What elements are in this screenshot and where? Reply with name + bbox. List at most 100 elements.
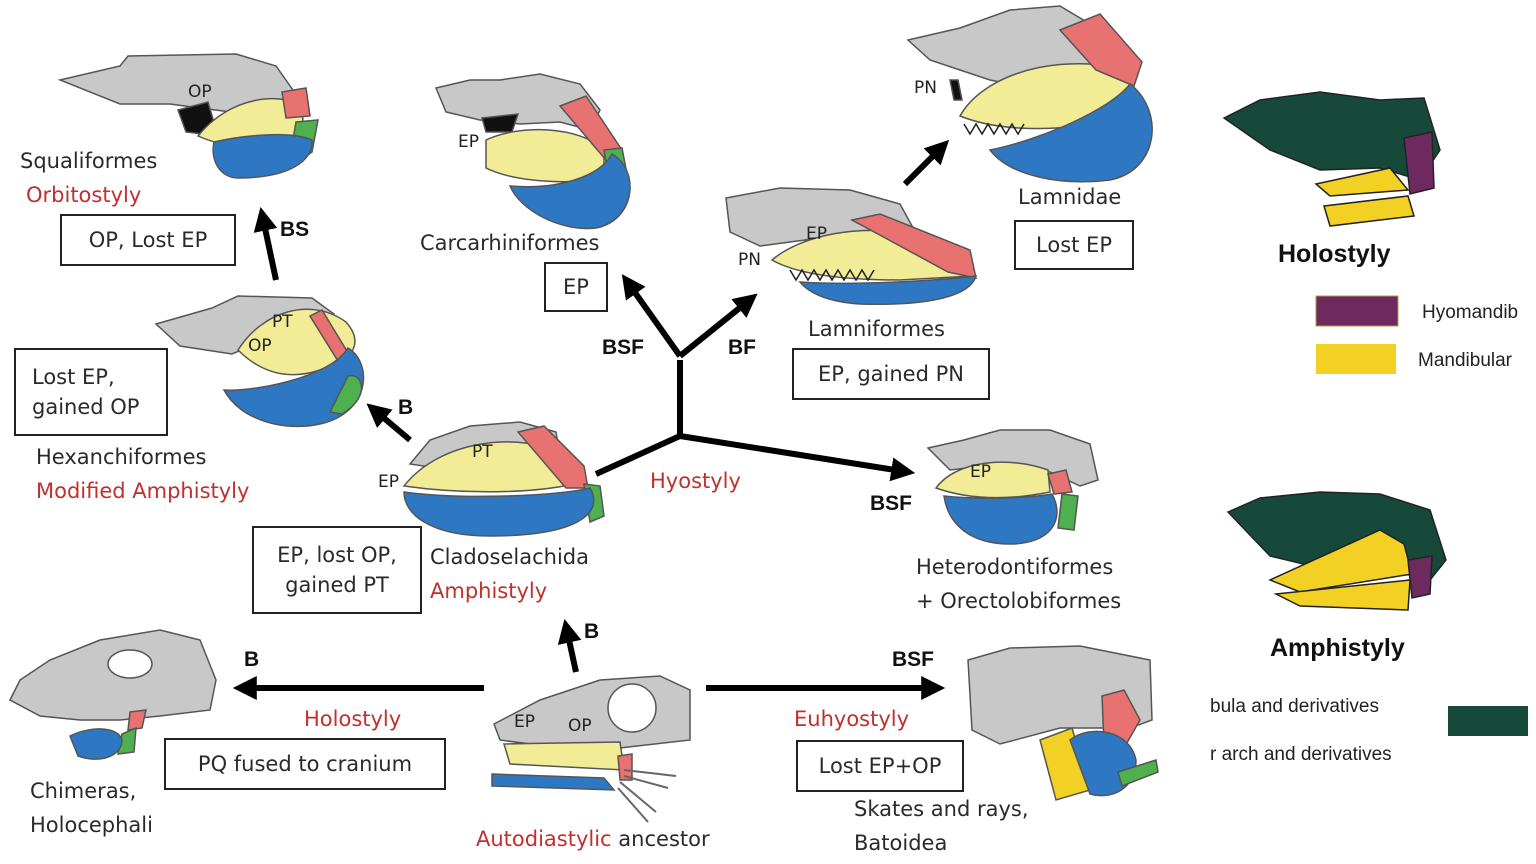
b-clado-arrow: [557, 618, 582, 673]
amphistyly-title: Amphistyly: [1270, 634, 1405, 662]
chimeras-skull: [9, 629, 217, 760]
holostyly-title: Holostyly: [1278, 240, 1391, 268]
legend-swatch-mandibular: [1316, 344, 1396, 374]
heterodontiformes-skull: [926, 429, 1099, 545]
suspension-mode: Modified Amphistyly: [36, 479, 250, 503]
hyomandibula: [617, 753, 633, 781]
trait-box: EP, lost OP, gained PT: [252, 526, 422, 614]
amph-hyomandibula: [1407, 555, 1433, 599]
legend-swatch-hyomandibula: [1315, 295, 1399, 327]
ethmoid-process: [481, 113, 520, 133]
arrow-label-b: B: [584, 620, 600, 643]
skull-label-pt: PT: [272, 312, 293, 332]
lamn-branch: [678, 293, 758, 359]
trait-text: Lost EP+OP: [818, 754, 942, 778]
skull-label-ep: EP: [514, 712, 535, 732]
skull-label-op: OP: [248, 336, 272, 356]
holostyly-diagram: [1222, 91, 1441, 227]
legend-swatch-cranium: [1448, 706, 1528, 736]
arrow-label-bsf: BSF: [602, 336, 644, 359]
arrow-label-bf: BF: [728, 336, 756, 359]
legend-arch-label: r arch and derivatives: [1210, 744, 1392, 765]
phylogeny-branches: [232, 139, 950, 700]
meckels-cartilage: [943, 493, 1058, 545]
arrow-label-b: B: [398, 396, 414, 419]
trait-text: Lost EP,: [32, 365, 115, 389]
meckels-cartilage: [69, 728, 123, 760]
meckels-cartilage: [222, 346, 365, 428]
suspension-mode: Holostyly: [304, 707, 402, 731]
amphistyly-diagram: [1226, 491, 1447, 611]
trait-box: Lost EP+OP: [796, 740, 964, 792]
skull-label-op: OP: [568, 716, 592, 736]
ceratohyal: [328, 374, 363, 415]
meckels-cartilage: [212, 133, 313, 179]
skates-skull: [967, 645, 1159, 801]
arrow-label-bs: BS: [280, 218, 310, 241]
trait-box: EP, gained PN: [792, 348, 990, 400]
hyostyly-label: Hyostyly: [650, 469, 741, 493]
arrow-label-bsf: BSF: [892, 648, 934, 671]
suspension-mode: Orbitostyly: [26, 183, 142, 207]
squaliformes-skull: [57, 53, 319, 179]
teeth: [963, 122, 1025, 136]
taxon-name: Heterodontiformes: [916, 555, 1114, 579]
trait-box: EP: [544, 262, 608, 312]
palatoquadrate: [502, 741, 625, 771]
taxon-name: Hexanchiformes: [36, 445, 207, 469]
orbit: [107, 649, 153, 679]
taxon-name: Lamniformes: [808, 317, 945, 341]
amph-lower-jaw: [1273, 579, 1411, 611]
suspension-mode: Euhyostyly: [794, 707, 910, 731]
trait-text: gained OP: [32, 395, 140, 419]
legend-mandibular-label: Mandibular: [1418, 350, 1512, 371]
cranium-shape: [9, 629, 217, 721]
cladoselachida-skull: [402, 421, 605, 537]
arrow-label-bsf: BSF: [870, 492, 912, 515]
ceratohyal: [1117, 759, 1159, 787]
meckels-cartilage: [491, 773, 616, 791]
trait-text: EP, lost OP,: [277, 543, 397, 567]
trait-text: EP: [563, 275, 589, 299]
legend-hyomandibula-label: Hyomandib: [1422, 302, 1519, 323]
taxon-name: Carcarhiniformes: [420, 231, 600, 255]
skull-label-pn: PN: [738, 250, 761, 270]
ceratohyal: [1057, 493, 1079, 531]
skull-label-op: OP: [188, 82, 212, 102]
hyomandibula: [1058, 13, 1143, 88]
amph-mandibular: [1268, 529, 1413, 593]
skull-label-ep: EP: [806, 224, 827, 244]
carcharhiniformes-skull: [434, 73, 631, 230]
skull-label-ep: EP: [378, 472, 399, 492]
trait-box: OP, Lost EP: [60, 214, 236, 266]
hyomandibula: [127, 709, 147, 731]
legend-hyoid-label: bula and derivatives: [1210, 696, 1379, 717]
suspension-mode: Amphistyly: [430, 579, 548, 603]
taxon-name: Holocephali: [30, 813, 153, 837]
trait-box: PQ fused to cranium: [164, 738, 446, 790]
hyomandibula: [849, 213, 977, 279]
ancestor-skull: [491, 675, 691, 823]
holo-cranium: [1222, 91, 1441, 181]
taxon-name: + Orectolobiformes: [916, 589, 1122, 613]
taxon-name: Chimeras,: [30, 779, 137, 803]
orbit: [607, 683, 657, 733]
suspension-mode: Autodiastylic: [476, 827, 612, 851]
hyomandibula: [1047, 469, 1073, 495]
meckels-cartilage: [798, 275, 978, 306]
taxon-name: Lamnidae: [1018, 185, 1122, 209]
palatonasal-process: [949, 79, 963, 101]
hetero-branch: [679, 433, 916, 482]
hyomandibula: [516, 425, 589, 489]
ancestor-label: Autodiastylic ancestor: [476, 826, 710, 852]
trait-text: PQ fused to cranium: [197, 752, 413, 776]
meckels-cartilage: [988, 82, 1153, 183]
teeth: [789, 268, 875, 282]
hexanchiformes-skull: [154, 295, 365, 428]
hyostyly-branch: [594, 360, 683, 477]
skull-label-pt: PT: [472, 442, 493, 462]
taxon-name: Skates and rays,: [854, 797, 1029, 821]
gill-rays: [617, 769, 677, 823]
trait-text: gained PT: [285, 573, 389, 597]
